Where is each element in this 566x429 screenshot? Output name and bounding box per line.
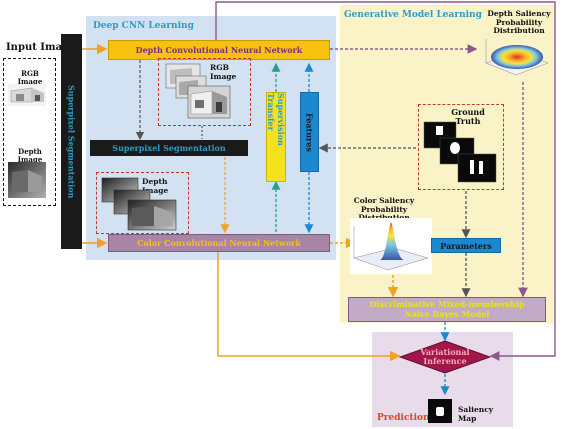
cnn-rgb-image-stack	[162, 62, 242, 122]
input-depth-thumbnail	[8, 162, 46, 198]
prediction-title: Prediction	[377, 413, 430, 423]
superpixel-segmentation-bar: Superpixel Segmentation	[61, 34, 82, 249]
color-prob-plot	[350, 218, 432, 274]
input-rgb-label: RGB Image	[17, 69, 43, 87]
color-prob-label: Color Saliency Probability Distribution	[353, 196, 415, 222]
variational-inference-label: Variational Inference	[420, 347, 470, 366]
input-image-title: Input Image	[6, 42, 76, 53]
superpixel-segmentation-box: Superpixel Segmentation	[90, 140, 248, 156]
cnn-depth-image-stack	[100, 176, 186, 232]
saliency-map-label: Saliency Map	[458, 405, 494, 423]
dmnb-model-box: Discriminative Mixed-membership Naive Ba…	[348, 297, 546, 322]
generative-model-title: Generative Model Learning	[344, 10, 482, 20]
input-image-frame	[3, 58, 56, 206]
supervision-transfer-box: Supervision Transfer	[266, 92, 286, 182]
input-depth-label: Depth Image	[17, 147, 43, 165]
cnn-rgb-image-frame	[158, 58, 251, 126]
cnn-depth-image-frame	[96, 172, 189, 234]
features-box: Features	[300, 92, 319, 172]
depth-prob-plot	[482, 33, 552, 81]
ground-truth-label: Ground Truth	[451, 107, 485, 127]
ground-truth-frame	[418, 104, 504, 190]
depth-prob-label: Depth Saliency Probability Distribution	[487, 9, 551, 36]
input-rgb-thumbnail	[8, 84, 46, 106]
ground-truth-image-stack	[422, 120, 502, 186]
variational-inference-diamond	[398, 340, 492, 374]
saliency-map-image	[428, 399, 452, 423]
cnn-depth-image-label: Depth Image	[142, 177, 169, 195]
depth-cnn-box: Depth Convolutional Neural Network	[108, 40, 330, 60]
color-cnn-box: Color Convolutional Neural Network	[108, 234, 330, 252]
deep-cnn-title: Deep CNN Learning	[93, 21, 194, 31]
parameters-box: Parameters	[431, 238, 501, 253]
cnn-rgb-image-label: RGB Image	[210, 63, 237, 81]
